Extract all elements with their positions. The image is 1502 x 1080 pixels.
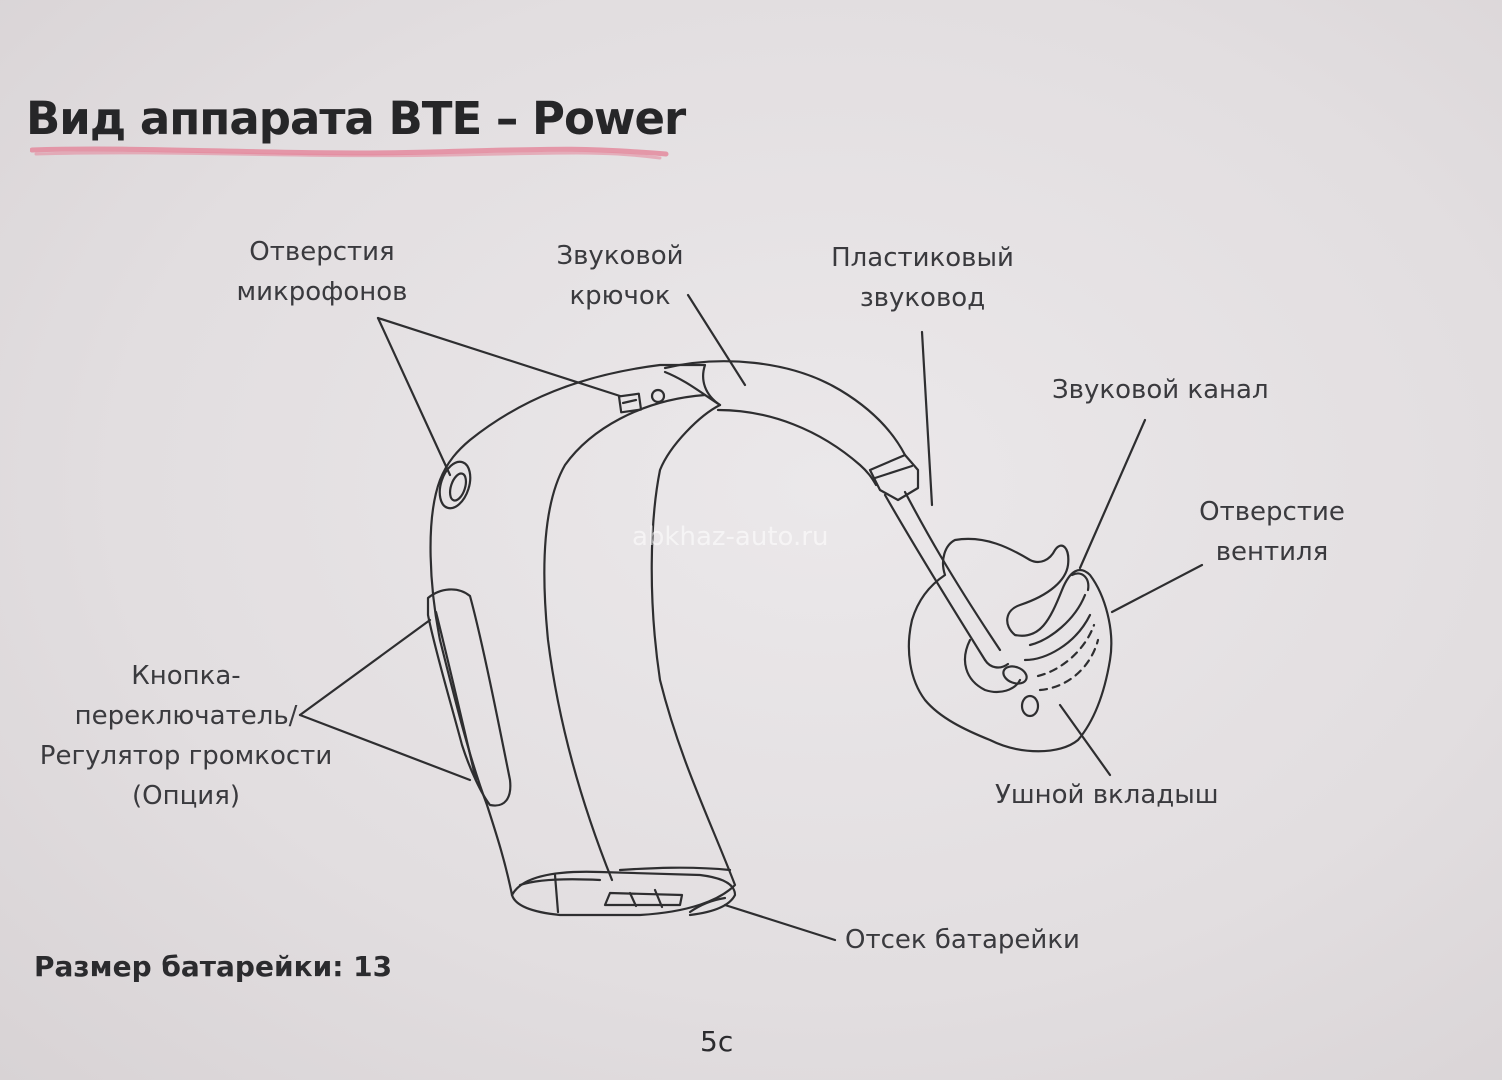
label-sound-hook: Звуковой крючок xyxy=(540,236,700,316)
leader-plastic-tube xyxy=(920,330,934,507)
page-number: 5c xyxy=(700,1025,734,1058)
earmold xyxy=(907,537,1113,753)
device-body-ridge xyxy=(543,393,707,882)
label-button-line2: переключатель/ xyxy=(74,701,298,731)
leader-earmold xyxy=(1058,703,1112,777)
leader-button-b xyxy=(298,713,472,782)
battery-size: Размер батарейки: 13 xyxy=(34,950,393,983)
vent-hole xyxy=(1020,694,1040,718)
label-mic-holes-line2: микрофонов xyxy=(236,277,408,307)
leader-vent xyxy=(1110,563,1204,614)
highlight-underline xyxy=(30,146,669,160)
leader-mic-holes-a xyxy=(376,316,452,477)
leader-sound-channel xyxy=(1078,418,1147,570)
label-button: Кнопка- переключатель/ Регулятор громкос… xyxy=(30,656,342,816)
leader-button-a xyxy=(298,618,432,717)
label-earmold: Ушной вкладыш xyxy=(995,780,1219,810)
label-mic-holes-line1: Отверстия xyxy=(249,237,395,267)
battery-door xyxy=(510,870,737,917)
watermark: abkhaz-auto.ru xyxy=(632,522,829,552)
leader-battery xyxy=(723,903,837,942)
label-battery-compartment: Отсек батарейки xyxy=(845,925,1080,955)
label-button-line1: Кнопка- xyxy=(131,661,241,691)
label-plastic-tube-line2: звуковод xyxy=(859,283,986,313)
label-sound-hook-line2: крючок xyxy=(569,281,671,311)
label-plastic-tube-line1: Пластиковый xyxy=(831,243,1014,273)
microphone-port xyxy=(438,460,472,510)
label-vent: Отверстие вентиля xyxy=(1192,492,1352,572)
label-plastic-tube: Пластиковый звуковод xyxy=(820,238,1025,318)
label-button-line3: Регулятор громкости xyxy=(39,741,333,771)
leader-mic-holes-b xyxy=(376,316,622,398)
microphone-hole xyxy=(650,388,666,404)
device-body-outline xyxy=(429,363,737,917)
label-vent-line2: вентиля xyxy=(1215,537,1329,567)
microphone-square xyxy=(617,392,643,414)
volume-rocker xyxy=(426,588,512,807)
leader-sound-hook xyxy=(686,293,747,387)
plastic-tube xyxy=(883,493,987,662)
label-button-line4: (Опция) xyxy=(132,781,240,811)
sound-hook xyxy=(663,360,907,457)
label-vent-line1: Отверстие xyxy=(1199,497,1345,527)
page-title: Вид аппарата BTE – Power xyxy=(26,92,686,145)
label-mic-holes: Отверстия микрофонов xyxy=(222,232,422,312)
label-sound-hook-line1: Звуковой xyxy=(556,241,684,271)
label-sound-channel: Звуковой канал xyxy=(1052,375,1269,405)
